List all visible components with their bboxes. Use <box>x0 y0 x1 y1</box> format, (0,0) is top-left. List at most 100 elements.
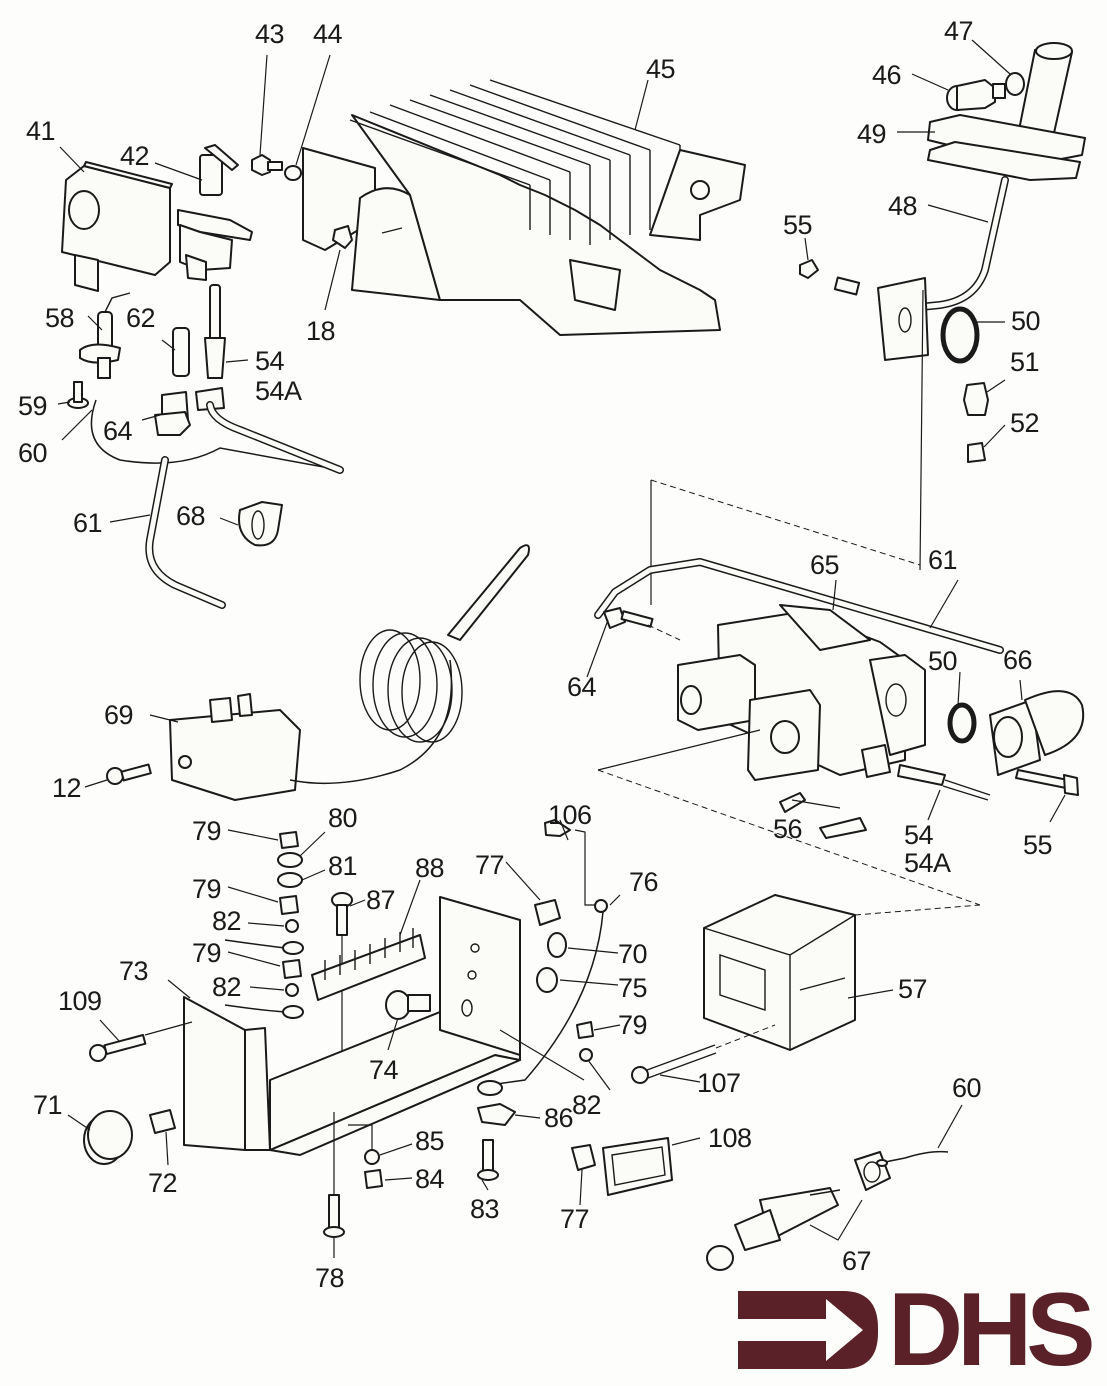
part-82-washer-3 <box>579 1048 593 1062</box>
leader-46 <box>911 73 949 91</box>
part-58-electrode <box>79 292 131 379</box>
dhs-logo-icon <box>738 1291 878 1369</box>
label-82-1: 82 <box>212 906 242 936</box>
part-71-knob <box>83 1110 133 1165</box>
part-77-cable-clamp-bottom <box>571 1144 596 1171</box>
label-109: 109 <box>58 986 102 1016</box>
part-75-grommet <box>536 967 558 993</box>
label-54-right: 54 <box>904 820 934 850</box>
leader-55-right <box>1049 794 1066 823</box>
part-67-piezo-igniter <box>706 1151 891 1271</box>
leader-66 <box>1019 679 1023 701</box>
label-79-3: 79 <box>192 938 222 968</box>
part-88-terminal-block <box>311 928 426 1001</box>
part-47-washer <box>1005 72 1025 96</box>
assembly-dash-1 <box>650 479 921 566</box>
label-77-bottom: 77 <box>560 1204 590 1234</box>
label-51: 51 <box>1010 347 1040 377</box>
part-79-nut-2 <box>279 895 299 915</box>
label-78: 78 <box>315 1263 345 1293</box>
part-79-nut-1 <box>279 831 299 849</box>
label-64-top: 64 <box>103 416 133 446</box>
leader-50-right <box>957 671 961 706</box>
part-83-screw <box>477 1139 499 1181</box>
label-71: 71 <box>33 1090 63 1120</box>
part-55-bolt-top <box>799 259 861 296</box>
label-47: 47 <box>944 16 974 46</box>
label-73: 73 <box>119 956 149 986</box>
leader-56 <box>791 799 841 809</box>
label-58: 58 <box>45 303 75 333</box>
part-41-pilot-shield <box>61 161 173 292</box>
leader-47 <box>971 39 1011 75</box>
label-85: 85 <box>415 1126 445 1156</box>
label-61-right: 61 <box>928 545 958 575</box>
label-45: 45 <box>646 54 676 84</box>
label-42: 42 <box>120 141 150 171</box>
part-87-screw <box>331 892 353 936</box>
part-79-nut-3 <box>282 959 302 979</box>
part-48-burner-manifold <box>877 42 1086 361</box>
label-59: 59 <box>18 391 48 421</box>
part-78-screw <box>323 1194 345 1238</box>
part-107-screw <box>631 1024 776 1084</box>
label-65: 65 <box>810 550 840 580</box>
leader-61-right <box>929 579 959 629</box>
part-51-fitting <box>963 382 989 416</box>
part-50-oring-right <box>947 702 977 744</box>
label-79-1: 79 <box>192 816 222 846</box>
part-54-thermocouple-top <box>195 284 226 411</box>
part-62-pilot-injector <box>172 327 190 377</box>
label-43: 43 <box>255 19 285 49</box>
label-64-right: 64 <box>567 672 597 702</box>
leader-52 <box>983 424 1006 448</box>
assembly-line-manifold <box>919 289 924 571</box>
part-50-oring-top <box>940 306 980 364</box>
label-83: 83 <box>470 1194 500 1224</box>
label-75: 75 <box>618 973 648 1003</box>
part-60-lead-bottom <box>884 1150 949 1163</box>
part-44-washer <box>284 165 302 181</box>
leader-58 <box>87 315 103 331</box>
label-56: 56 <box>773 814 803 844</box>
leader-48 <box>927 204 989 223</box>
label-77-top: 77 <box>475 850 505 880</box>
leader-44 <box>295 54 331 166</box>
label-82-2: 82 <box>212 972 242 1002</box>
part-74-cable-gland <box>385 990 431 1020</box>
part-18-wing-nut <box>332 225 353 249</box>
label-44: 44 <box>313 19 343 49</box>
label-18: 18 <box>306 316 336 346</box>
part-57-control-cover <box>703 894 856 1051</box>
label-81: 81 <box>328 851 358 881</box>
part-70-grommet <box>547 932 567 958</box>
part-64-nut-right <box>603 607 654 629</box>
part-109-screw <box>89 1033 147 1062</box>
leader-61-left <box>109 514 151 523</box>
part-73-control-bracket <box>183 896 521 1156</box>
part-76-earth-lead <box>489 899 608 1086</box>
leader-59 <box>57 401 71 405</box>
part-79-nut-4 <box>576 1021 594 1039</box>
label-60-top: 60 <box>18 438 48 468</box>
label-41: 41 <box>26 116 56 146</box>
label-54A-top: 54A <box>255 376 302 406</box>
part-45-main-burner <box>302 79 746 336</box>
label-55-right: 55 <box>1023 830 1053 860</box>
label-87: 87 <box>366 885 396 915</box>
part-84-nut <box>364 1169 383 1189</box>
leader-55-top <box>804 237 809 261</box>
leader-64-right <box>586 619 609 678</box>
label-106: 106 <box>548 800 592 830</box>
part-52-plug <box>967 442 986 463</box>
part-43-screw <box>251 154 283 176</box>
leader-62 <box>161 339 176 351</box>
leader-69 <box>149 714 179 723</box>
part-82-washer-1 <box>285 919 299 933</box>
leader-18 <box>324 249 341 311</box>
part-81-spring-washer <box>277 872 303 888</box>
leader-73 <box>167 979 191 999</box>
leader-54-top <box>225 359 249 363</box>
label-50-top: 50 <box>1011 306 1041 336</box>
leader-51 <box>986 379 1006 393</box>
